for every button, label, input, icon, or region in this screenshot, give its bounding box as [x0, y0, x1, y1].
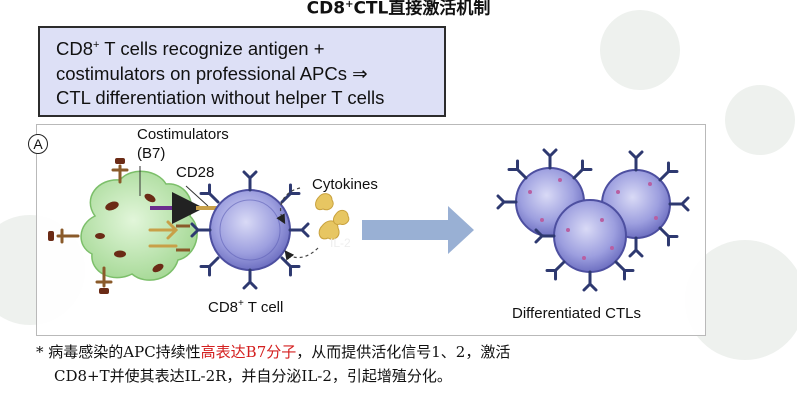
label-cytokines: Cytokines [312, 176, 378, 193]
label-cd8-t-cell-a: CD8 [208, 299, 239, 316]
label-cd28: CD28 [176, 164, 215, 181]
label-cd8-t-cell-b: T cell [243, 299, 284, 316]
summary-box: CD8+ T cells recognize antigen + costimu… [38, 26, 446, 117]
explanation-note: * 病毒感染的APC持续性高表达B7分子，从而提供活化信号1、2，激活 CD8+… [36, 340, 776, 388]
note-part-1: 病毒感染的APC持续性 [43, 343, 201, 361]
note-highlight: 高表达B7分子 [200, 343, 297, 361]
note-line-2: CD8+T并使其表达IL-2R，并自分泌IL-2，引起增殖分化。 [54, 367, 452, 385]
slide-title-rest: CTL直接激活机制 [353, 0, 491, 19]
label-b7: (B7) [137, 145, 166, 162]
slide-title-sup: + [345, 0, 354, 10]
apc-cell [48, 158, 198, 294]
cytokines [276, 187, 350, 261]
label-cd8-t-cell: CD8+ T cell [208, 298, 283, 316]
note-line-1: * 病毒感染的APC持续性高表达B7分子，从而提供活化信号1、2，激活 [36, 340, 776, 364]
summary-line-1-sup: + [93, 39, 100, 52]
differentiation-arrow [362, 206, 474, 254]
panel-letter-a: A [28, 134, 48, 154]
slide-title: CD8+CTL直接激活机制 [0, 0, 797, 19]
note-star: * [36, 343, 44, 361]
b7-cd28-interaction [148, 192, 224, 252]
label-cd8-t-cell-sup: + [238, 298, 244, 309]
label-il2: IL-2 [330, 236, 351, 250]
cd28-pointer [185, 185, 209, 207]
summary-line-1-a: CD8 [56, 38, 94, 60]
activation-diagram [48, 148, 690, 294]
note-part-2: ，从而提供活化信号1、2，激活 [296, 343, 511, 361]
summary-line-2: costimulators on professional APCs ⇒ [56, 62, 368, 84]
summary-line-1-b: T cells recognize antigen + [99, 38, 325, 60]
slide-title-main: CD8 [306, 0, 346, 19]
summary-line-1: CD8+ T cells recognize antigen + [56, 33, 444, 61]
label-costimulators: Costimulators [137, 126, 229, 143]
label-differentiated-ctls: Differentiated CTLs [512, 305, 641, 322]
cd8-t-cell [190, 170, 310, 290]
differentiated-ctls [496, 148, 690, 292]
summary-line-3: CTL differentiation without helper T cel… [56, 86, 385, 108]
